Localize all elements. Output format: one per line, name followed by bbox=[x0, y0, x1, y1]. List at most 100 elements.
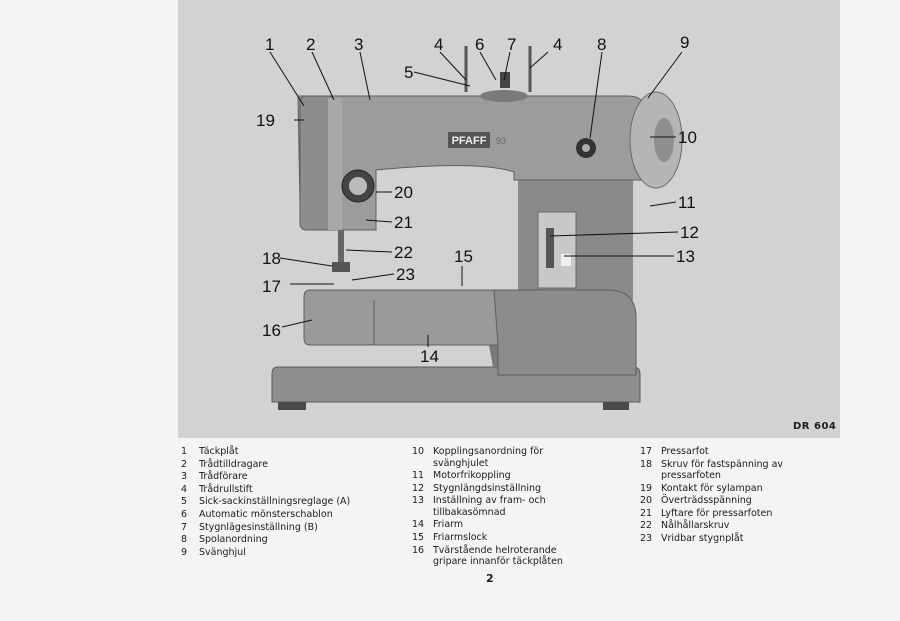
legend-item: 1 Täckplåt bbox=[181, 446, 350, 458]
callout-23: 23 bbox=[396, 265, 415, 284]
callout-15: 15 bbox=[454, 247, 473, 266]
legend-text: Inställning av fram- och tillbakasömnad bbox=[433, 495, 546, 518]
legend-number: 1 bbox=[181, 446, 188, 457]
legend-number: 12 bbox=[412, 482, 425, 494]
legend-item: 12 Stygnlängdsinställning bbox=[412, 483, 583, 495]
callout-17: 17 bbox=[262, 277, 281, 296]
callout-16: 16 bbox=[262, 321, 281, 340]
legend-item: 18 Skruv för fastspänning av pressarfoten bbox=[640, 459, 811, 482]
callout-11: 11 bbox=[678, 193, 696, 212]
legend-text: Lyftare för pressarfoten bbox=[661, 507, 773, 519]
legend-number: 4 bbox=[181, 483, 188, 495]
model-number: 93 bbox=[496, 136, 506, 146]
legend-text: Tvärstående helroterande gripare innanfö… bbox=[433, 544, 563, 568]
callout-22: 22 bbox=[394, 243, 413, 262]
legend-text: Överträdsspänning bbox=[661, 495, 752, 507]
sewing-machine-illustration: PFAFF 93 bbox=[256, 33, 699, 410]
callout-6: 6 bbox=[475, 35, 484, 54]
callout-14: 14 bbox=[420, 347, 439, 366]
legend-number: 18 bbox=[640, 458, 653, 470]
legend-number: 8 bbox=[181, 534, 188, 546]
callout-5: 5 bbox=[404, 63, 413, 82]
legend-number: 14 bbox=[412, 519, 425, 531]
callout-21: 21 bbox=[394, 213, 413, 232]
legend-number: 17 bbox=[640, 446, 653, 457]
legend-item: 19 Kontakt för sylampan bbox=[640, 483, 811, 495]
legend-text: Automatic mönsterschablon bbox=[199, 508, 333, 520]
callout-13: 13 bbox=[676, 247, 695, 266]
legend-text: Kontakt för sylampan bbox=[661, 482, 763, 494]
legend-item: 14 Friarm bbox=[412, 519, 583, 531]
callout-7: 7 bbox=[507, 35, 516, 54]
legend-item: 4 Trådrullstift bbox=[181, 484, 350, 496]
figure-code: DR 604 bbox=[793, 421, 837, 432]
legend-number: 10 bbox=[412, 446, 425, 457]
legend-number: 20 bbox=[640, 495, 653, 507]
legend-number: 23 bbox=[640, 533, 653, 545]
legend-number: 19 bbox=[640, 482, 653, 494]
legend-text: Spolanordning bbox=[199, 534, 268, 546]
legend-item: 23 Vridbar stygnplåt bbox=[640, 533, 811, 545]
legend-item: 16 Tvärstående helroterande gripare innan… bbox=[412, 545, 583, 568]
legend-number: 15 bbox=[412, 531, 425, 543]
legend-item: 13 Inställning av fram- och tillbakasömna… bbox=[412, 495, 583, 518]
legend-text: Trådrullstift bbox=[199, 483, 253, 495]
legend-text: Trådförare bbox=[199, 471, 248, 483]
legend-text: Stygnlängdsinställning bbox=[433, 482, 542, 494]
brand-badge: PFAFF bbox=[452, 135, 487, 147]
callout-4a: 4 bbox=[434, 35, 443, 54]
legend-number: 13 bbox=[412, 495, 425, 507]
callout-8: 8 bbox=[597, 35, 606, 54]
callout-3: 3 bbox=[354, 35, 363, 54]
legend-number: 16 bbox=[412, 544, 425, 556]
callout-20: 20 bbox=[394, 183, 413, 202]
legend-number: 3 bbox=[181, 471, 188, 483]
legend-column-3: 17 Pressarfot 18 Skruv för fastspänning av… bbox=[640, 446, 811, 546]
legend-number: 11 bbox=[412, 470, 425, 482]
legend-text: Kopplingsanordning för svänghjulet bbox=[433, 446, 544, 469]
legend-text: Sick-sackinställningsreglage (A) bbox=[199, 496, 351, 508]
legend-item: 8 Spolanordning bbox=[181, 534, 350, 546]
legend-text: Trådtilldragare bbox=[199, 458, 268, 470]
callout-4b: 4 bbox=[553, 35, 562, 54]
legend-text: Stygnlägesinställning (B) bbox=[199, 521, 318, 533]
legend-text: Vridbar stygnplåt bbox=[661, 533, 744, 545]
sewing-machine-figure: PFAFF 93 bbox=[178, 0, 840, 438]
legend-text: Motorfrikoppling bbox=[433, 470, 511, 482]
legend-number: 5 bbox=[181, 496, 188, 508]
legend-item: 11 Motorfrikoppling bbox=[412, 470, 583, 482]
legend-text: Nålhållarskruv bbox=[661, 520, 730, 532]
legend-item: 15 Friarmslock bbox=[412, 532, 583, 544]
legend-text: Pressarfot bbox=[661, 446, 709, 457]
legend-item: 9 Svänghjul bbox=[181, 547, 350, 559]
legend-number: 6 bbox=[181, 508, 188, 520]
callout-9: 9 bbox=[680, 33, 689, 52]
legend-column-2: 10 Kopplingsanordning för svänghjulet 11 M… bbox=[412, 446, 583, 569]
legend-item: 5 Sick-sackinställningsreglage (A) bbox=[181, 496, 350, 508]
legend-text: Täckplåt bbox=[199, 446, 239, 457]
callout-19: 19 bbox=[256, 111, 275, 130]
legend-item: 3 Trådförare bbox=[181, 471, 350, 483]
callout-1: 1 bbox=[265, 35, 274, 54]
legend-item: 22 Nålhållarskruv bbox=[640, 520, 811, 532]
legend-number: 21 bbox=[640, 507, 653, 519]
legend-number: 9 bbox=[181, 546, 188, 558]
callout-12: 12 bbox=[680, 223, 699, 242]
legend-number: 7 bbox=[181, 521, 188, 533]
callout-2: 2 bbox=[306, 35, 315, 54]
legend-item: 20 Överträdsspänning bbox=[640, 495, 811, 507]
legend-text: Friarmslock bbox=[433, 531, 488, 543]
legend-item: 10 Kopplingsanordning för svänghjulet bbox=[412, 446, 583, 469]
legend-item: 6 Automatic mönsterschablon bbox=[181, 509, 350, 521]
legend-item: 7 Stygnlägesinställning (B) bbox=[181, 522, 350, 534]
legend-text: Skruv för fastspänning av pressarfoten bbox=[661, 458, 784, 482]
legend-text: Friarm bbox=[433, 519, 464, 531]
page-number: 2 bbox=[486, 572, 494, 585]
callout-10: 10 bbox=[678, 128, 697, 147]
callout-18: 18 bbox=[262, 249, 281, 268]
legend-item: 17 Pressarfot bbox=[640, 446, 811, 458]
legend-text: Svänghjul bbox=[199, 546, 246, 558]
legend-number: 22 bbox=[640, 520, 653, 532]
